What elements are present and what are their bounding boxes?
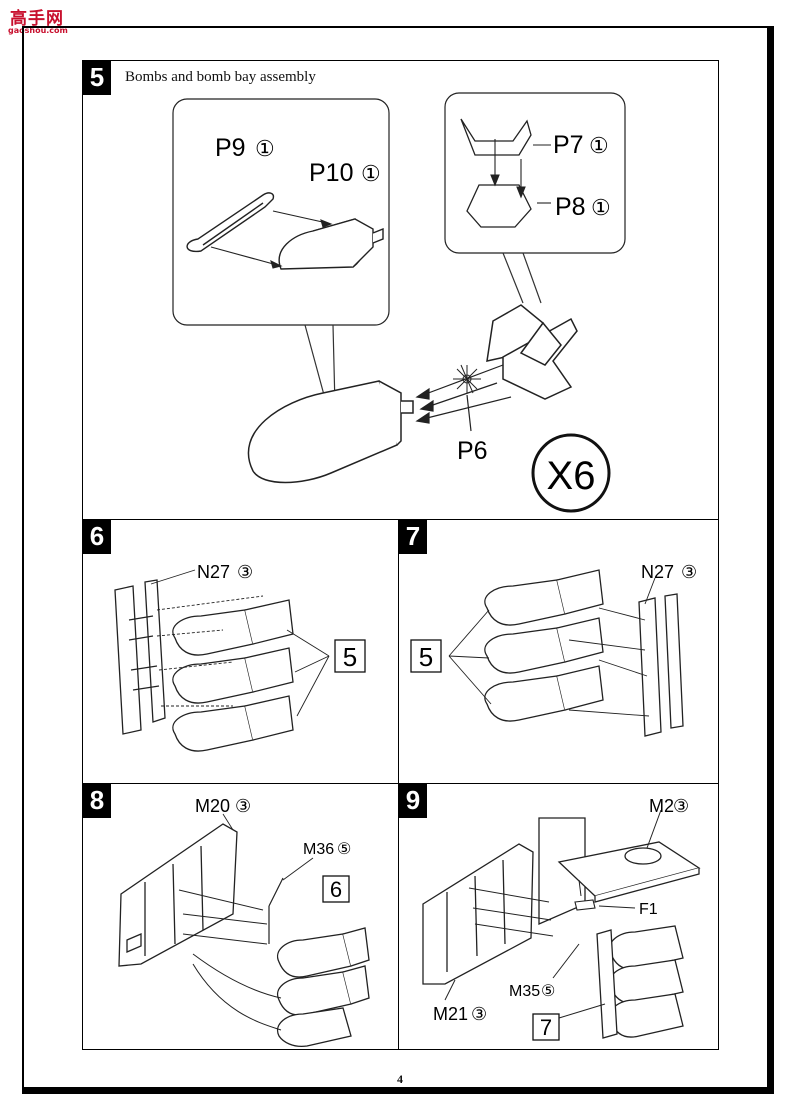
ref-step-box [322, 875, 350, 903]
part-p7-drawing [460, 118, 532, 156]
step-9-panel: 9 M [398, 783, 719, 1050]
mounting-rods [268, 877, 284, 944]
step-9-diagram: M2 ③ F1 M35 ⑤ M21 ③ 7 [422, 796, 701, 1041]
label-m35: M35 [509, 983, 540, 1000]
part-p9-drawing [186, 192, 275, 253]
step-number: 9 [399, 784, 427, 818]
label-f1: F1 [639, 901, 658, 918]
bombs-drawing [484, 569, 604, 722]
step-number: 5 [83, 61, 111, 95]
roof-panel-m2-drawing [557, 841, 701, 903]
bomb-bay-wall-drawing [422, 817, 586, 985]
label-p7: P7 [553, 131, 584, 159]
bomb-rack-drawing [114, 579, 166, 735]
multiplier-badge: X6 [531, 433, 611, 513]
step-title: Bombs and bomb bay assembly [125, 69, 316, 85]
bomb-arrows [415, 364, 512, 432]
step-8-diagram: M20 ③ M36 ⑤ 6 [118, 796, 370, 1048]
step-number: 8 [83, 784, 111, 818]
logo-url: gaoshou.com [8, 26, 68, 35]
step-5-panel: 5 Bombs and bomb bay assembly P9 ① P10 ① [82, 60, 719, 520]
ref-step-label: 6 [330, 877, 342, 902]
bomb-rack-drawing [638, 593, 684, 737]
qty-p7: ① [589, 133, 609, 158]
page-number: 4 [397, 1072, 403, 1086]
ref-step-box [410, 639, 442, 673]
label-m2: M2 [649, 796, 674, 816]
ref-step-box [334, 639, 366, 673]
assembly-arrows [178, 889, 282, 1031]
bomb-bay-wall-drawing [118, 823, 238, 967]
qty-m21: ③ [471, 1004, 487, 1024]
label-p9: P9 [215, 134, 246, 162]
bombs-drawing [172, 599, 294, 752]
logo-text: 高手网 [10, 9, 64, 29]
part-p10-drawing [278, 218, 384, 270]
assembly-arrows [444, 809, 662, 1019]
qty-n27: ③ [681, 562, 697, 582]
assembly-arrows [210, 210, 333, 269]
step-8-panel: 8 M20 ③ M36 [82, 783, 399, 1050]
step-number: 7 [399, 520, 427, 554]
leader-lines [448, 577, 656, 717]
qty-m35: ⑤ [541, 983, 555, 1000]
label-p10: P10 [309, 159, 353, 187]
qty-m36: ⑤ [337, 841, 351, 858]
qty-n27: ③ [237, 562, 253, 582]
callout-bubble-fins [444, 92, 626, 304]
leader-lines [156, 595, 264, 707]
ref-step-label: 5 [343, 642, 357, 672]
bombs-drawing [596, 925, 684, 1039]
label-m21: M21 [433, 1004, 468, 1024]
step-7-diagram: N27 ③ 5 [410, 562, 697, 737]
bomb-assembly-drawing [247, 304, 578, 484]
label-n27: N27 [641, 562, 674, 582]
label-m36: M36 [303, 841, 334, 858]
step-6-diagram: N27 ③ 5 [114, 562, 366, 752]
step-number: 6 [83, 520, 111, 554]
qty-p8: ① [591, 195, 611, 220]
fin-arrows [490, 139, 551, 204]
label-p6: P6 [457, 437, 488, 465]
label-n27: N27 [197, 562, 230, 582]
step-5-diagram: P9 ① P10 ① P7 ① P8 ① [172, 92, 626, 513]
ref-step-box [532, 1013, 560, 1041]
bombs-drawing [277, 927, 370, 1048]
site-logo: 高手网 gaoshou.com [2, 0, 72, 38]
page-frame [22, 26, 774, 1094]
step-7-panel: 7 N27 ③ 5 [398, 519, 719, 784]
label-p8: P8 [555, 193, 586, 221]
label-m20: M20 [195, 796, 230, 816]
part-f1-drawing [574, 899, 596, 911]
multiplier-text: X6 [547, 454, 596, 498]
ref-step-label: 7 [540, 1015, 552, 1040]
qty-m2: ③ [673, 796, 689, 816]
part-p8-drawing [466, 184, 532, 228]
step-6-panel: 6 N27 ③ 5 [82, 519, 399, 784]
qty-m20: ③ [235, 796, 251, 816]
qty-p10: ① [361, 161, 381, 186]
qty-p9: ① [255, 136, 275, 161]
ref-step-label: 5 [419, 642, 433, 672]
